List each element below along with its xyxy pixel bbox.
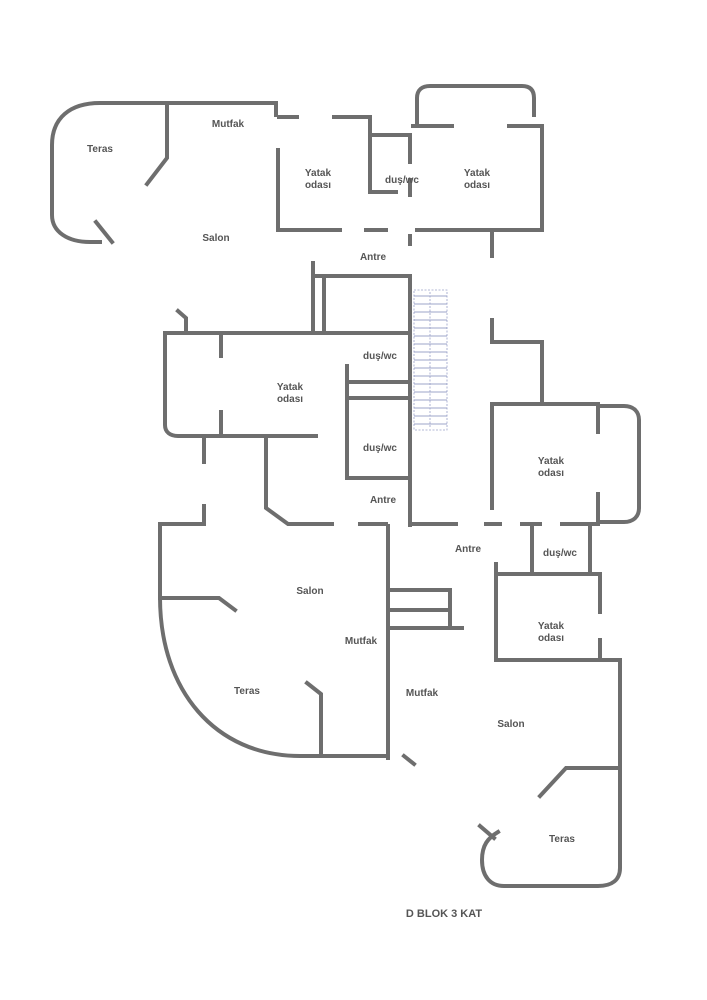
plan-title: D BLOK 3 KAT: [406, 908, 482, 920]
apartment-a-terrace-wall: [50, 101, 167, 244]
room-label-teras-a: Teras: [87, 144, 113, 155]
apartment-c-bedroom-bump: [596, 404, 641, 524]
room-label-mutfak-c: Mutfak: [406, 688, 439, 699]
room-label-yatak-b-line2: odası: [277, 394, 303, 405]
room-label-salon-c: Salon: [497, 719, 524, 730]
room-label-yatak-a2-line1: Yatak: [464, 168, 491, 179]
room-label-salon-b: Salon: [296, 586, 323, 597]
room-label-yatak-a2-line2: odası: [464, 180, 490, 191]
room-label-antre-mid: Antre: [370, 495, 397, 506]
room-label-antre-right: Antre: [455, 544, 482, 555]
room-label-dus-a: duş/wc: [385, 175, 419, 186]
room-label-teras-b: Teras: [234, 686, 260, 697]
room-label-dus-c: duş/wc: [543, 548, 577, 559]
room-label-salon-a: Salon: [202, 233, 229, 244]
room-label-yatak-c1-line1: Yatak: [538, 456, 565, 467]
room-label-yatak-a1-line2: odası: [305, 180, 331, 191]
apartment-a-walls: [50, 84, 544, 258]
apartment-c-walls: [477, 318, 641, 888]
stairwell: [413, 289, 448, 431]
room-label-teras-c: Teras: [549, 834, 575, 845]
apartment-b-walls: [157, 261, 464, 767]
room-label-mutfak-a: Mutfak: [212, 119, 245, 130]
room-label-antre-top: Antre: [360, 252, 387, 263]
room-label-yatak-a1-line1: Yatak: [305, 168, 332, 179]
room-label-mutfak-b: Mutfak: [345, 636, 378, 647]
apartment-b-terrace-wall: [157, 595, 390, 758]
room-label-yatak-c1-line2: odası: [538, 468, 564, 479]
room-label-dus-b2: duş/wc: [363, 443, 397, 454]
room-label-yatak-c2-line2: odası: [538, 633, 564, 644]
room-label-dus-b1: duş/wc: [363, 351, 397, 362]
apartment-c-terrace-wall: [479, 766, 622, 888]
room-label-yatak-b-line1: Yatak: [277, 382, 304, 393]
room-label-yatak-c2-line1: Yatak: [538, 621, 565, 632]
apartment-a-top-bump: [415, 84, 536, 128]
